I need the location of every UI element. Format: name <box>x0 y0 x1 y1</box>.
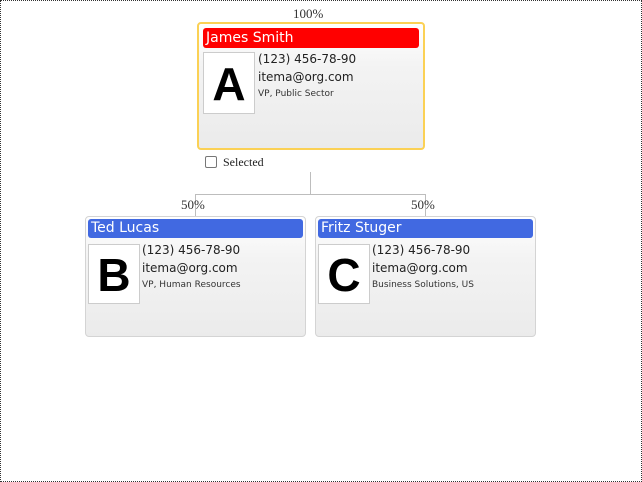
child-percent: 50% <box>411 197 435 212</box>
selected-label: Selected <box>223 155 264 169</box>
connector-horizontal <box>195 194 426 195</box>
connector-vertical <box>310 172 311 194</box>
email: itema@org.com <box>142 261 238 275</box>
position: Business Solutions, US <box>372 280 474 290</box>
email: itema@org.com <box>258 70 354 84</box>
node-title: Fritz Stuger <box>318 219 533 238</box>
child-percent: 50% <box>181 197 205 212</box>
org-node-child[interactable]: Ted Lucas B (123) 456-78-90 itema@org.co… <box>85 216 306 337</box>
photo: B <box>88 244 140 304</box>
node-title: James Smith <box>203 28 419 48</box>
connector-left <box>195 194 196 216</box>
phone: (123) 456-78-90 <box>372 243 471 257</box>
org-node-child[interactable]: Fritz Stuger C (123) 456-78-90 itema@org… <box>315 216 536 337</box>
email: itema@org.com <box>372 261 468 275</box>
phone: (123) 456-78-90 <box>142 243 241 257</box>
photo: A <box>203 52 255 114</box>
position: VP, Public Sector <box>258 89 334 99</box>
root-percent: 100% <box>293 6 324 21</box>
phone: (123) 456-78-90 <box>258 52 357 66</box>
selected-checkbox[interactable] <box>205 156 217 168</box>
connector-right <box>425 194 426 216</box>
node-title: Ted Lucas <box>88 219 303 238</box>
org-node-root[interactable]: James Smith A (123) 456-78-90 itema@org.… <box>197 22 425 150</box>
photo: C <box>318 244 370 304</box>
position: VP, Human Resources <box>142 280 241 290</box>
